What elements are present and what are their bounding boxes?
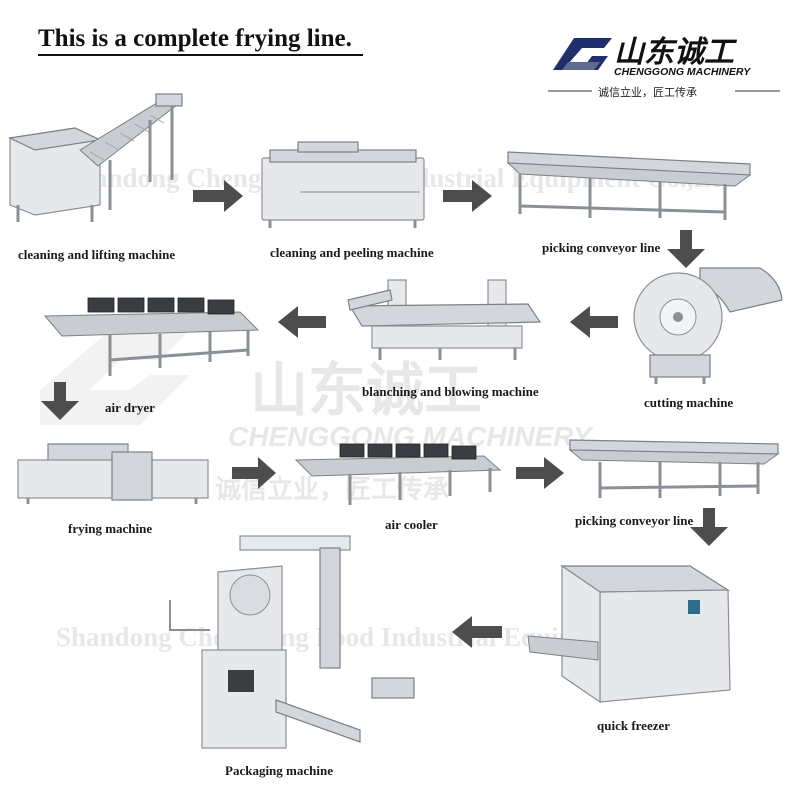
machine-cutting <box>633 267 783 384</box>
machine-blanching-blowing <box>347 279 542 360</box>
machine-cleaning-peeling <box>261 141 425 228</box>
machine-picking-conveyor-top <box>506 151 752 220</box>
machine-air-dryer <box>43 297 260 376</box>
step-label-cutting: cutting machine <box>644 395 733 410</box>
step-label-air-cooler: air cooler <box>385 517 438 532</box>
machine-frying <box>17 443 209 504</box>
step-label-cleaning-lifting: cleaning and lifting machine <box>18 247 175 262</box>
arrow-left-icon <box>570 306 618 338</box>
arrow-right-icon <box>516 457 564 489</box>
logo-mark-icon <box>553 38 612 70</box>
machine-cleaning-lifting <box>7 93 183 222</box>
machine-air-cooler <box>294 443 502 505</box>
arrow-down-icon <box>41 382 79 420</box>
logo-chinese-name: 山东诚工 <box>614 35 738 70</box>
step-label-air-dryer: air dryer <box>105 400 155 415</box>
step-label-picking-conveyor-middle: picking conveyor line <box>575 513 693 528</box>
flow-arrows <box>41 180 728 648</box>
page-title: This is a complete frying line. <box>38 25 352 52</box>
watermark-brand-cn: 山东诚工 <box>250 358 482 423</box>
step-label-picking-conveyor-top: picking conveyor line <box>542 240 660 255</box>
step-label-cleaning-peeling: cleaning and peeling machine <box>270 245 434 260</box>
machine-picking-conveyor-middle <box>568 439 780 498</box>
logo-slogan: 诚信立业，匠工传承 <box>598 85 697 99</box>
step-label-blanching-blowing: blanching and blowing machine <box>362 384 539 399</box>
step-label-packaging: Packaging machine <box>225 763 333 778</box>
arrow-down-icon <box>667 230 705 268</box>
arrow-right-icon <box>232 457 276 489</box>
machine-quick-freezer <box>527 564 731 704</box>
company-logo: 山东诚工 CHENGGONG MACHINERY 诚信立业，匠工传承 <box>548 35 780 99</box>
step-label-quick-freezer: quick freezer <box>597 718 670 733</box>
arrow-down-icon <box>690 508 728 546</box>
arrow-right-icon <box>193 180 243 212</box>
arrow-left-icon <box>452 616 502 648</box>
machine-packaging <box>169 535 415 749</box>
step-labels: cleaning and lifting machine cleaning an… <box>18 240 733 778</box>
step-label-frying: frying machine <box>68 521 152 536</box>
arrow-left-icon <box>278 306 326 338</box>
arrow-right-icon <box>443 180 492 212</box>
logo-english-name: CHENGGONG MACHINERY <box>614 66 751 78</box>
